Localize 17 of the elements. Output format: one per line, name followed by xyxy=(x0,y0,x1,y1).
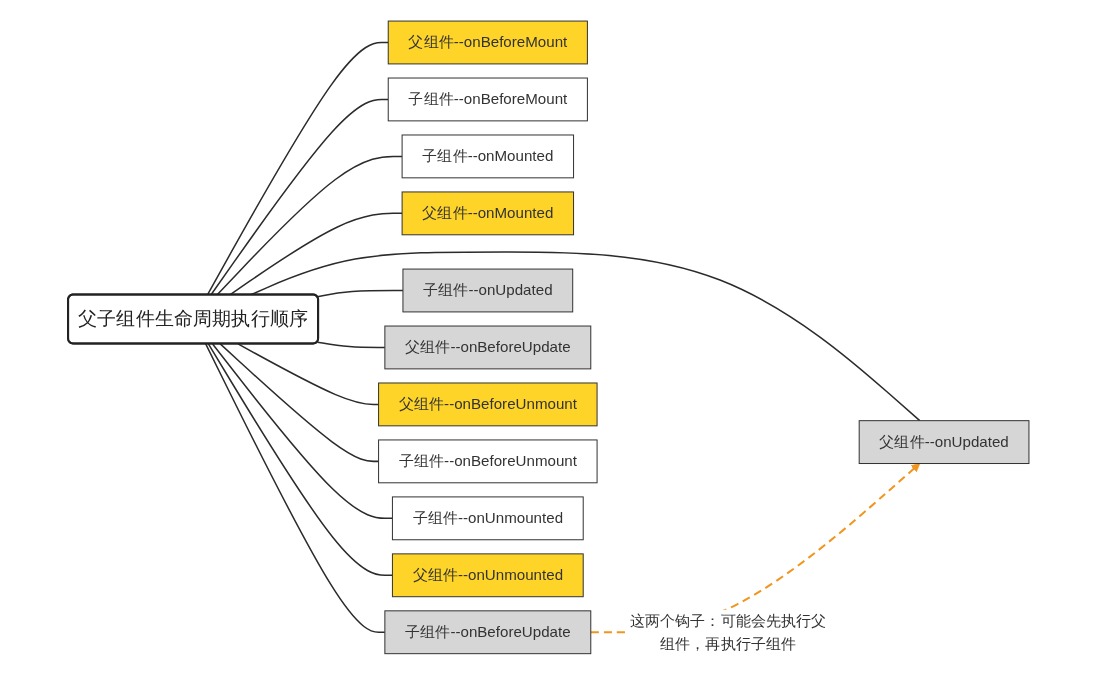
node-box: 父组件--onUpdated xyxy=(859,420,1030,464)
node-box: 子组件--onUnmounted xyxy=(392,496,585,541)
node-box: 父组件--onMounted xyxy=(402,191,575,236)
node-box: 父组件--onBeforeUnmount xyxy=(378,382,599,427)
node-box: 子组件--onBeforeUnmount xyxy=(378,439,599,484)
connector xyxy=(229,212,404,296)
edge-label: 这两个钩子：可能会先执行父组件，再执行子组件 xyxy=(630,611,827,652)
node-box: 子组件--onMounted xyxy=(402,134,575,179)
node-box: 父组件--onUnmounted xyxy=(392,553,585,598)
node-box: 子组件--onBeforeUpdate xyxy=(384,610,592,655)
node-box: 父组件--onBeforeUpdate xyxy=(384,325,592,370)
connector xyxy=(237,343,380,406)
connector xyxy=(216,155,404,296)
node-box: 子组件--onUpdated xyxy=(402,268,574,313)
connector xyxy=(219,343,380,463)
node-box: 子组件--onBeforeMount xyxy=(388,77,589,122)
node-box: 父组件--onBeforeMount xyxy=(388,20,589,65)
